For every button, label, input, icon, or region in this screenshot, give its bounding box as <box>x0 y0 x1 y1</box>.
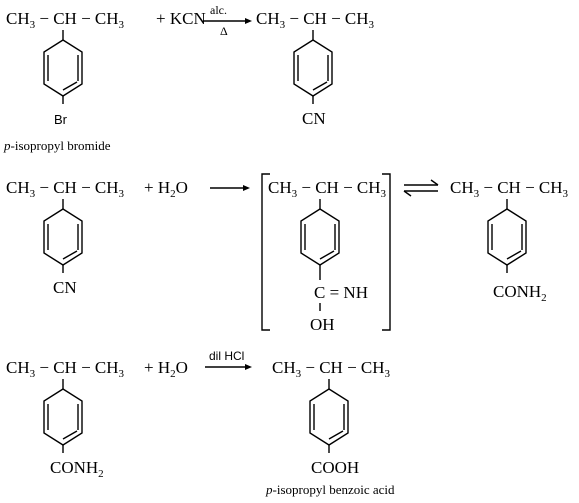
isopropyl-group-text: CH3 − CH − CH3 <box>268 178 387 200</box>
reagent-text: + H2O <box>144 358 188 380</box>
compound-label: p-isopropyl bromide <box>3 138 111 153</box>
reaction-arrow <box>210 185 250 191</box>
benzene-ring <box>293 39 333 97</box>
substituent-text: C = NH <box>314 283 368 302</box>
compound-label: p-isopropyl benzoic acid <box>265 482 395 497</box>
bracket-left <box>261 173 270 331</box>
reagent-text: + H2O <box>144 178 188 200</box>
isopropyl-group-text: CH3 − CH − CH3 <box>450 178 569 200</box>
benzene-ring <box>300 208 340 266</box>
substituent-text-oh: OH <box>310 315 335 334</box>
reactant-isopropyl-benzonitrile: CH3 − CH − CH3 CN <box>6 178 125 297</box>
benzene-ring <box>43 208 83 266</box>
arrow-condition-bottom: Δ <box>220 24 228 38</box>
substituent-text: CN <box>53 278 77 297</box>
bracket-right <box>382 173 391 331</box>
substituent-text: Br <box>54 112 68 127</box>
arrow-condition-top: dil HCl <box>209 349 244 363</box>
isopropyl-group-text: CH3 − CH − CH3 <box>6 9 125 31</box>
substituent-text: COOH <box>311 458 359 477</box>
benzene-ring <box>487 208 527 266</box>
reactant-isopropyl-benzamide: CH3 − CH − CH3 CONH2 <box>6 358 125 480</box>
product-isopropyl-benzamide: CH3 − CH − CH3 CONH2 <box>450 178 569 304</box>
isopropyl-group-text: CH3 − CH − CH3 <box>256 9 375 31</box>
equilibrium-arrows <box>403 179 439 197</box>
product-isopropyl-benzoic-acid: CH3 − CH − CH3 COOH p-isopropyl benzoic … <box>265 358 395 497</box>
benzene-ring <box>309 388 349 446</box>
reaction-arrow: alc. Δ <box>203 3 252 38</box>
isopropyl-group-text: CH3 − CH − CH3 <box>6 358 125 380</box>
reactant-isopropyl-bromide: CH3 − CH − CH3 Br p-isopropyl bromide <box>3 9 125 153</box>
arrow-condition-top: alc. <box>210 3 227 17</box>
benzene-ring <box>43 39 83 97</box>
isopropyl-group-text: CH3 − CH − CH3 <box>272 358 391 380</box>
isopropyl-group-text: CH3 − CH − CH3 <box>6 178 125 200</box>
reaction-arrow: dil HCl <box>205 349 252 370</box>
substituent-text: CONH2 <box>493 282 547 304</box>
product-isopropyl-benzonitrile: CH3 − CH − CH3 CN <box>256 9 375 128</box>
substituent-text: CN <box>302 109 326 128</box>
substituent-text: CONH2 <box>50 458 104 480</box>
benzene-ring <box>43 388 83 446</box>
reagent-text: + KCN <box>156 9 206 28</box>
intermediate-imidic-acid: CH3 − CH − CH3 C = NH OH <box>261 173 391 334</box>
